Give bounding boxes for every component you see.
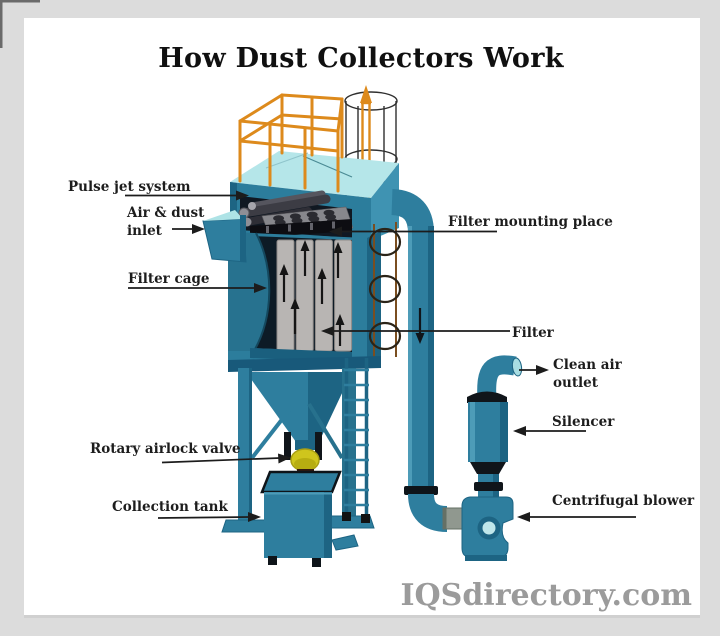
filter-arrow [321, 326, 334, 336]
blower-arrow [517, 512, 530, 522]
frame-edge-top [0, 0, 40, 3]
frame-edge-left [0, 0, 3, 48]
access-ladder [342, 358, 370, 523]
label-filter-mounting-place: Filter mounting place [448, 214, 613, 230]
label-pulse-jet-system: Pulse jet system [68, 179, 191, 195]
label-clean-air-outlet-line2: outlet [553, 375, 599, 391]
collection-tank [260, 470, 359, 567]
label-air-dust-inlet-line2: inlet [127, 223, 163, 239]
silencer [467, 391, 508, 502]
label-air-dust-inlet-line1: Air & dust [126, 205, 205, 221]
clean-air-arrow [536, 365, 549, 375]
filter-cage-arrow [254, 283, 267, 293]
canvas-shadow [24, 615, 700, 618]
plenum-cutaway [238, 190, 354, 238]
filter-mounting-plate [250, 206, 354, 238]
collector-body [228, 231, 381, 368]
watermark-text: IQSdirectory.com [401, 578, 693, 613]
air-dust-inlet-duct [202, 210, 247, 263]
safety-railing [238, 93, 344, 193]
outlet-pipe [390, 189, 468, 532]
label-silencer: Silencer [552, 414, 615, 430]
rotary-valve-arrow [278, 453, 291, 464]
collection-tank-arrow [248, 512, 261, 522]
label-collection-tank: Collection tank [112, 499, 228, 515]
dust-collector-illustration [125, 85, 636, 567]
label-centrifugal-blower: Centrifugal blower [552, 493, 695, 509]
label-clean-air-outlet-line1: Clean air [553, 357, 623, 373]
centrifugal-blower [461, 496, 514, 561]
pulse-jet-arrow [236, 190, 249, 201]
air-inlet-arrow [192, 224, 205, 234]
label-filter-cage: Filter cage [128, 271, 209, 287]
silencer-arrow [513, 426, 526, 436]
airflow-up-arrows [279, 240, 345, 346]
pointer-lines [125, 190, 636, 522]
filter-mounting-arrow [329, 226, 342, 237]
silencer-assembly [467, 355, 523, 502]
label-filter: Filter [512, 325, 555, 341]
ladder-cage-coil [368, 222, 402, 357]
page-title: How Dust Collectors Work [158, 43, 564, 74]
label-rotary-airlock-valve: Rotary airlock valve [90, 441, 240, 457]
